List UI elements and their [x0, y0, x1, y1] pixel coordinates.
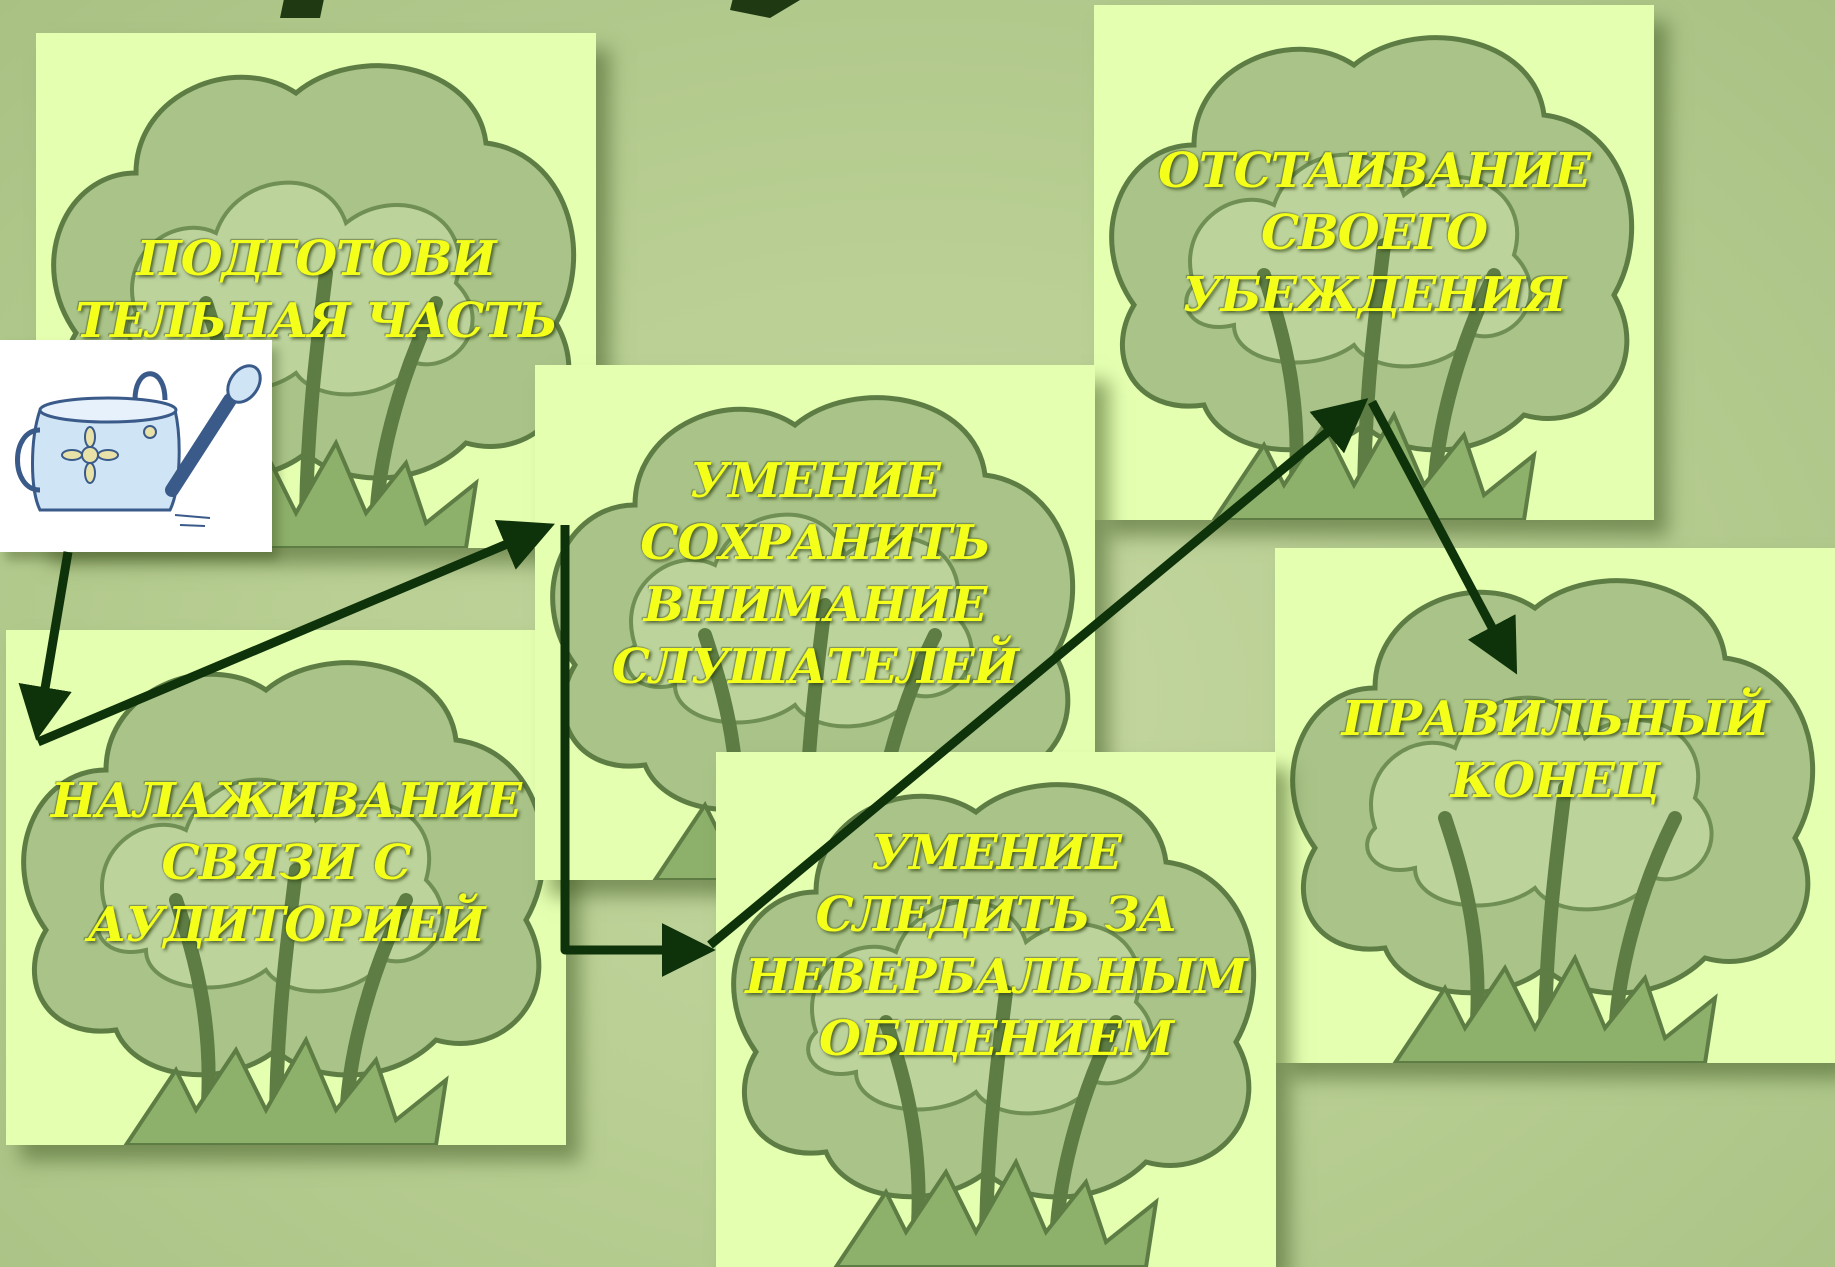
step-card-nonverbal: УМЕНИЕ СЛЕДИТЬ ЗА НЕВЕРБАЛЬНЫМ ОБЩЕНИЕМ — [716, 752, 1276, 1267]
step-card-defending-belief: ОТСТАИВАНИЕ СВОЕГО УБЕЖДЕНИЯ — [1094, 5, 1654, 520]
bush-icon — [21, 660, 547, 1145]
title-fragment — [280, 0, 800, 18]
step-card-preparation: ПОДГОТОВИ ТЕЛЬНАЯ ЧАСТЬ — [36, 33, 596, 548]
step-label-defending-belief: ОТСТАИВАНИЕ СВОЕГО УБЕЖДЕНИЯ — [1158, 143, 1591, 323]
step-label-nonverbal: УМЕНИЕ СЛЕДИТЬ ЗА НЕВЕРБАЛЬНЫМ ОБЩЕНИЕМ — [745, 825, 1248, 1067]
step-card-proper-ending: ПРАВИЛЬНЫЙ КОНЕЦ — [1275, 548, 1835, 1063]
step-label-keep-attention: УМЕНИЕ СОХРАНИТЬ ВНИМАНИЕ СЛУШАТЕЛЕЙ — [611, 453, 1019, 695]
bush-icon — [1290, 578, 1816, 1063]
step-label-proper-ending: ПРАВИЛЬНЫЙ КОНЕЦ — [1341, 691, 1770, 809]
step-card-audience-connection: НАЛАЖИВАНИЕ СВЯЗИ С АУДИТОРИЕЙ — [6, 630, 566, 1145]
bush-icon — [1109, 35, 1635, 520]
watering-can-icon — [15, 364, 262, 527]
step-label-audience-connection: НАЛАЖИВАНИЕ СВЯЗИ С АУДИТОРИЕЙ — [50, 773, 522, 953]
watering-can-picture — [0, 340, 272, 552]
step-label-preparation: ПОДГОТОВИ ТЕЛЬНАЯ ЧАСТЬ — [75, 231, 557, 349]
